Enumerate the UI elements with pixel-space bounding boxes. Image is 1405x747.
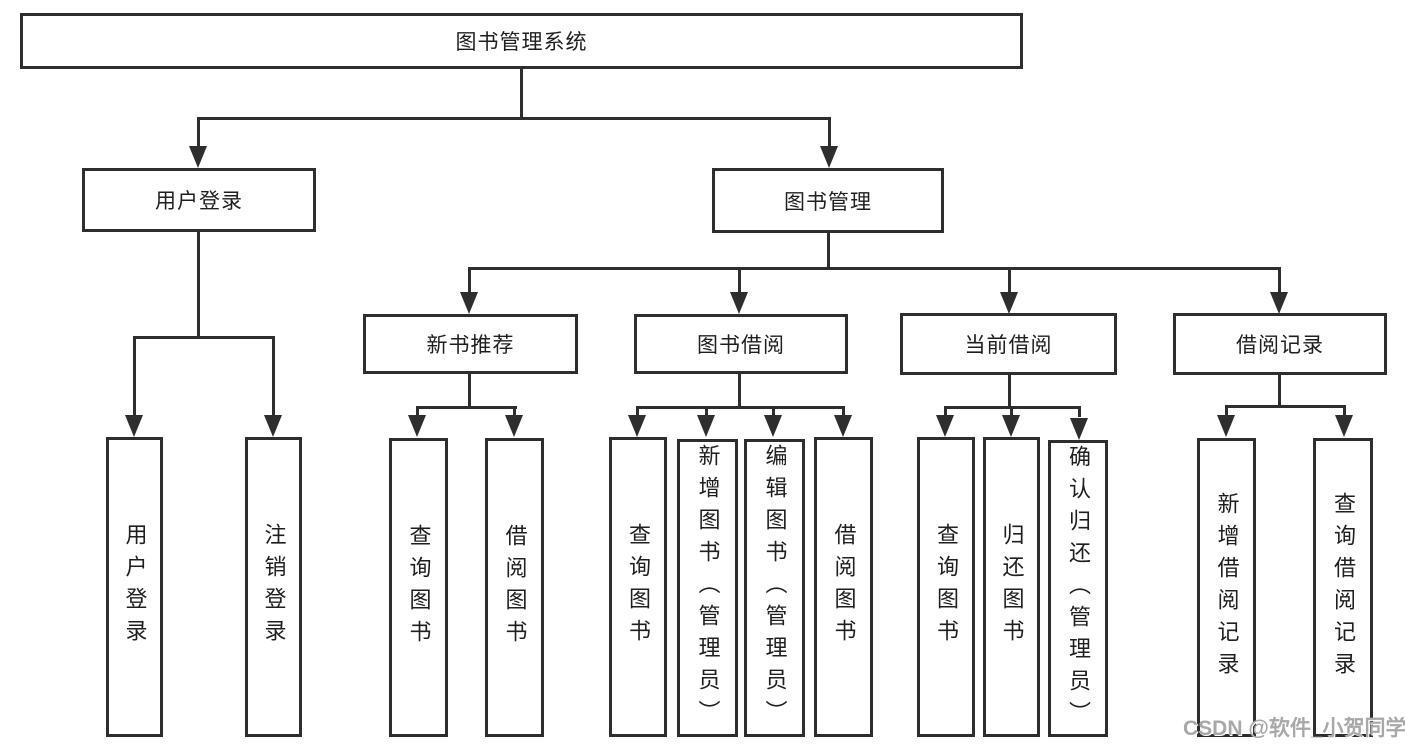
leaf-add-borrow-record: 新增借阅记录 bbox=[1197, 438, 1256, 737]
connector-line bbox=[1010, 406, 1013, 417]
leaf-borrow-query-books: 查询图书 bbox=[609, 437, 667, 737]
node-user-login: 用户登录 bbox=[82, 168, 316, 232]
connector-line bbox=[944, 406, 947, 417]
node-label: 图书借阅 bbox=[697, 334, 785, 357]
node-library-management-system: 图书管理系统 bbox=[20, 13, 1023, 69]
leaf-borrow-books: 借阅图书 bbox=[814, 437, 873, 737]
arrow-down-icon bbox=[1270, 292, 1288, 314]
connector-line bbox=[738, 267, 741, 294]
node-label: 图书管理 bbox=[784, 190, 872, 214]
arrow-down-icon bbox=[697, 415, 715, 437]
connector-line bbox=[636, 406, 639, 417]
leaf-label: 查询图书 bbox=[626, 523, 651, 651]
arrow-down-icon bbox=[764, 415, 782, 437]
arrow-down-icon bbox=[505, 415, 523, 437]
connector-line bbox=[416, 406, 517, 409]
arrow-down-icon bbox=[730, 292, 748, 314]
arrow-down-icon bbox=[460, 292, 478, 314]
leaf-current-query-books: 查询图书 bbox=[917, 437, 975, 737]
leaf-label: 查询图书 bbox=[934, 523, 959, 651]
leaf-label: 注销登录 bbox=[261, 523, 287, 651]
arrow-down-icon bbox=[834, 415, 852, 437]
connector-line bbox=[827, 233, 830, 270]
leaf-add-books-admin: 新增图书（管理员） bbox=[677, 439, 738, 737]
connector-line bbox=[133, 336, 275, 339]
connector-line bbox=[468, 267, 1281, 270]
arrow-down-icon bbox=[1070, 418, 1088, 440]
arrow-down-icon bbox=[936, 415, 954, 437]
connector-line bbox=[1278, 375, 1281, 408]
connector-line bbox=[1225, 405, 1346, 408]
node-label: 用户登录 bbox=[155, 190, 243, 213]
leaf-label: 新增图书（管理员） bbox=[695, 444, 721, 732]
leaf-confirm-return-admin: 确认归还（管理员） bbox=[1048, 440, 1108, 737]
arrow-down-icon bbox=[264, 415, 282, 437]
leaf-label: 查询借阅记录 bbox=[1331, 491, 1356, 684]
node-new-book-recommendation: 新书推荐 bbox=[363, 314, 578, 374]
connector-line bbox=[468, 374, 471, 409]
arrow-down-icon bbox=[1000, 292, 1018, 314]
node-book-borrowing: 图书借阅 bbox=[634, 314, 848, 374]
leaf-label: 借阅图书 bbox=[831, 523, 857, 651]
connector-line bbox=[1278, 267, 1281, 294]
node-current-borrowing: 当前借阅 bbox=[900, 313, 1117, 375]
connector-line bbox=[513, 406, 516, 417]
connector-line bbox=[468, 267, 471, 294]
arrow-down-icon bbox=[820, 146, 838, 168]
connector-line bbox=[197, 232, 200, 336]
leaf-recommend-borrow-books: 借阅图书 bbox=[485, 438, 544, 737]
leaf-recommend-query-books: 查询图书 bbox=[389, 438, 448, 737]
arrow-down-icon bbox=[1217, 415, 1235, 437]
connector-line bbox=[416, 406, 419, 417]
connector-line bbox=[1008, 267, 1011, 294]
node-label: 借阅记录 bbox=[1236, 334, 1324, 357]
connector-line bbox=[738, 374, 741, 409]
arrow-down-icon bbox=[189, 146, 207, 168]
connector-line bbox=[772, 406, 775, 417]
node-label: 新书推荐 bbox=[426, 334, 515, 357]
node-borrowing-records: 借阅记录 bbox=[1173, 313, 1387, 375]
connector-line bbox=[828, 117, 831, 149]
leaf-logout: 注销登录 bbox=[245, 437, 302, 737]
node-label: 当前借阅 bbox=[964, 334, 1053, 357]
leaf-edit-books-admin: 编辑图书（管理员） bbox=[744, 439, 805, 737]
connector-line bbox=[133, 336, 136, 416]
leaf-label: 查询图书 bbox=[406, 523, 432, 652]
connector-line bbox=[842, 406, 845, 417]
leaf-label: 新增借阅记录 bbox=[1214, 491, 1240, 684]
connector-line bbox=[1008, 375, 1011, 409]
node-label: 图书管理系统 bbox=[455, 31, 588, 54]
leaf-label: 归还图书 bbox=[999, 523, 1025, 651]
arrow-down-icon bbox=[1335, 415, 1353, 437]
connector-line bbox=[197, 117, 200, 149]
leaf-label: 编辑图书（管理员） bbox=[762, 444, 788, 732]
arrow-down-icon bbox=[408, 415, 426, 437]
connector-line bbox=[1343, 405, 1346, 416]
connector-line bbox=[272, 336, 275, 416]
arrow-down-icon bbox=[125, 415, 143, 437]
leaf-label: 借阅图书 bbox=[502, 523, 528, 652]
leaf-label: 确认归还（管理员） bbox=[1066, 444, 1091, 733]
connector-line bbox=[520, 69, 523, 117]
leaf-query-borrow-record: 查询借阅记录 bbox=[1313, 438, 1373, 737]
connector-line bbox=[705, 406, 708, 417]
leaf-label: 用户登录 bbox=[122, 523, 148, 651]
leaf-return-books: 归还图书 bbox=[983, 437, 1040, 737]
leaf-user-login: 用户登录 bbox=[106, 437, 163, 737]
arrow-down-icon bbox=[628, 415, 646, 437]
connector-line bbox=[197, 117, 831, 120]
connector-line bbox=[636, 406, 845, 409]
connector-line bbox=[1225, 405, 1228, 416]
arrow-down-icon bbox=[1002, 415, 1020, 437]
watermark: CSDN @软件_小贺同学 bbox=[1183, 717, 1405, 740]
node-book-management: 图书管理 bbox=[712, 168, 944, 233]
connector-line bbox=[1078, 406, 1081, 417]
